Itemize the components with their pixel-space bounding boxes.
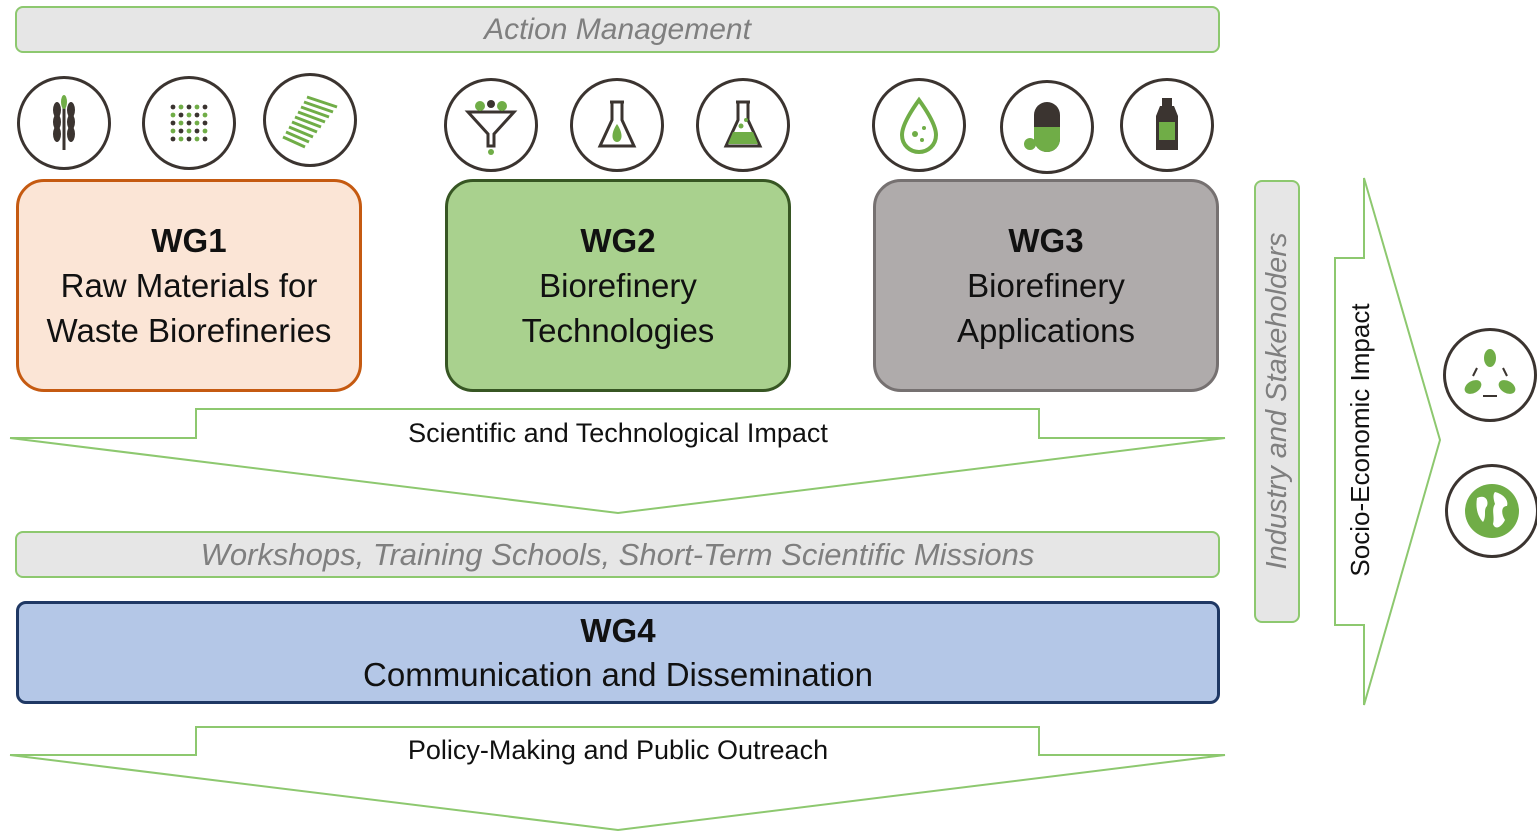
workshops-label: Workshops, Training Schools, Short-Term … (200, 536, 1035, 572)
flask-icon (570, 78, 664, 172)
flask-bubbles-icon (696, 78, 790, 172)
wg3-title-line1: Biorefinery (967, 267, 1125, 304)
wheat-icon (17, 76, 111, 170)
wg4-title: Communication and Dissemination (363, 655, 873, 693)
wg3-box: WG3 Biorefinery Applications (873, 179, 1219, 392)
recycle-leaves-icon (1443, 328, 1537, 422)
wg1-title-line2: Waste Biorefineries (46, 312, 332, 349)
wg3-id: WG3 (1008, 222, 1084, 259)
wg2-title-line2: Technologies (521, 312, 715, 349)
policy-outreach-label: Policy-Making and Public Outreach (300, 735, 936, 766)
industry-stakeholders-text: Industry and Stakeholders (1261, 232, 1293, 570)
bottle-icon (1120, 78, 1214, 172)
funnel-filter-icon (444, 78, 538, 172)
socio-economic-text: Socio-Economic Impact (1345, 303, 1375, 577)
water-drop-icon (872, 78, 966, 172)
policy-outreach-text: Policy-Making and Public Outreach (407, 735, 829, 765)
wg2-title-line1: Biorefinery (539, 267, 697, 304)
action-management-label: Action Management (484, 12, 751, 46)
wg1-id: WG1 (151, 222, 227, 259)
wg2-box: WG2 Biorefinery Technologies (445, 179, 791, 392)
wg1-title-line1: Raw Materials for (60, 267, 318, 304)
wg2-id: WG2 (580, 222, 656, 259)
scientific-impact-text: Scientific and Technological Impact (408, 418, 828, 448)
wg4-id: WG4 (580, 611, 656, 649)
capsule-icon (1000, 80, 1094, 174)
workshops-bar: Workshops, Training Schools, Short-Term … (15, 531, 1220, 578)
textured-waste-icon (263, 73, 357, 167)
industry-stakeholders-bar (1254, 180, 1300, 623)
scientific-impact-label: Scientific and Technological Impact (300, 418, 936, 449)
seeds-grid-icon (142, 76, 236, 170)
action-management-bar: Action Management (15, 6, 1220, 53)
wg4-box: WG4 Communication and Dissemination (16, 601, 1220, 704)
wg1-box: WG1 Raw Materials for Waste Biorefinerie… (16, 179, 362, 392)
industry-stakeholders-label: Industry and Stakeholders (1258, 201, 1296, 601)
globe-icon (1445, 464, 1537, 558)
wg3-title-line2: Applications (957, 312, 1135, 349)
socio-economic-label: Socio-Economic Impact (1343, 290, 1377, 590)
